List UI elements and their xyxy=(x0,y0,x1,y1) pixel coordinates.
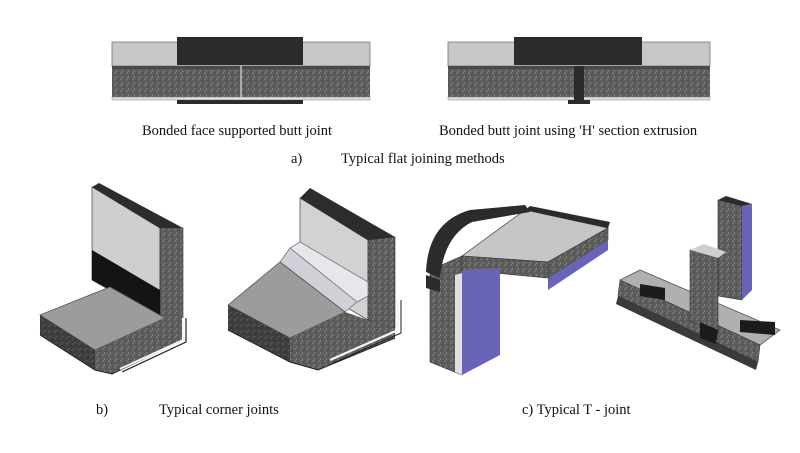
l-joint-wraparound xyxy=(426,205,610,376)
t-joint xyxy=(616,196,781,370)
caption-b-title: Typical corner joints xyxy=(159,402,279,418)
corner-joint-2 xyxy=(227,188,402,371)
caption-a-title: Typical flat joining methods xyxy=(341,151,505,167)
flat-h-extrusion-joint-right xyxy=(447,37,711,104)
corner-joint-1 xyxy=(39,183,187,375)
caption-flat-right: Bonded butt joint using 'H' section extr… xyxy=(439,123,698,139)
caption-c-title: c) Typical T - joint xyxy=(522,402,631,418)
caption-flat-left: Bonded face supported butt joint xyxy=(142,123,333,139)
flat-butt-joint-left xyxy=(111,37,371,104)
caption-b-label: b) xyxy=(96,402,109,418)
caption-a-label: a) xyxy=(291,151,303,167)
